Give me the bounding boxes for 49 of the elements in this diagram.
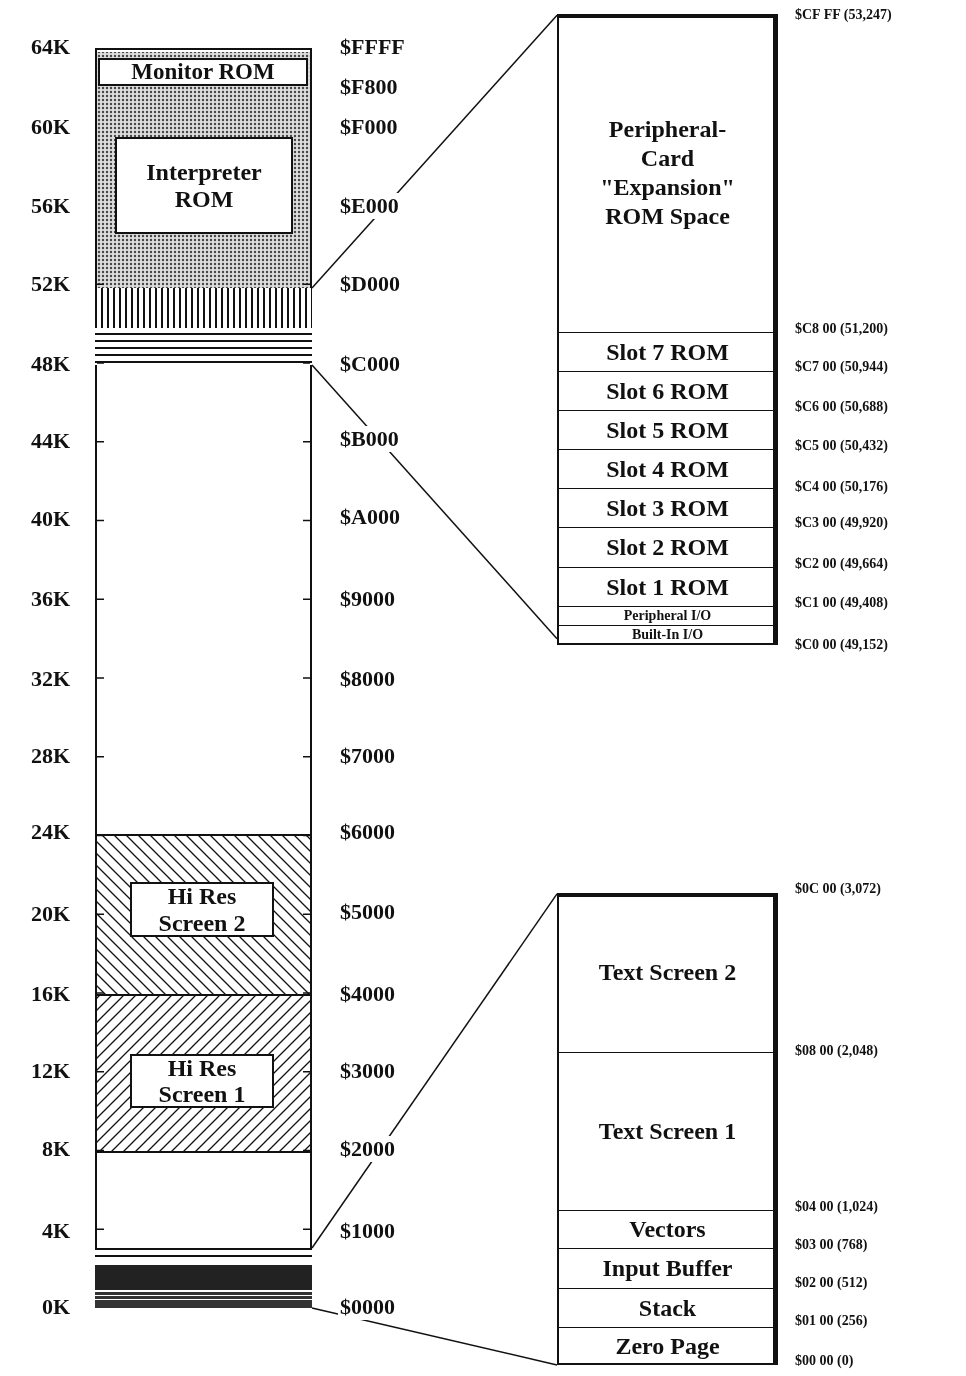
memory-region: Text Screen 2 <box>557 893 778 1052</box>
address-label: $C7 00 (50,944) <box>793 358 890 375</box>
memory-region: Built-In I/O <box>557 625 778 643</box>
address-label: $01 00 (256) <box>793 1312 870 1329</box>
leader-line <box>311 1307 558 1366</box>
region-label: Interpreter ROM <box>115 137 293 234</box>
leader-line <box>311 364 558 640</box>
memory-region: Stack <box>557 1288 778 1327</box>
address-label: $03 00 (768) <box>793 1236 870 1253</box>
address-label: $08 00 (2,048) <box>793 1042 880 1059</box>
memory-region: Slot 5 ROM <box>557 410 778 449</box>
address-label: $C6 00 (50,688) <box>793 398 890 415</box>
expanded-map-panel <box>557 893 778 1365</box>
address-label: $C0 00 (49,152) <box>793 636 890 653</box>
leader-line <box>311 893 558 1249</box>
memory-region: Slot 7 ROM <box>557 332 778 371</box>
region-label: Monitor ROM <box>98 58 308 86</box>
address-label: $E000 <box>338 192 401 219</box>
address-label: $B000 <box>338 425 401 452</box>
memory-region: Slot 2 ROM <box>557 527 778 567</box>
memory-region: Slot 6 ROM <box>557 371 778 410</box>
leader-line <box>311 14 558 289</box>
memory-region: Input Buffer <box>557 1248 778 1288</box>
memory-region: Vectors <box>557 1210 778 1248</box>
address-label: $C4 00 (50,176) <box>793 478 890 495</box>
memory-region: Slot 4 ROM <box>557 449 778 488</box>
address-label: $C8 00 (51,200) <box>793 320 890 337</box>
memory-region: Peripheral-Card "Expansion" ROM Space <box>557 14 778 332</box>
address-label: $C5 00 (50,432) <box>793 437 890 454</box>
io-band <box>95 288 312 365</box>
address-label: $0C 00 (3,072) <box>793 880 883 897</box>
address-label: $2000 <box>338 1135 397 1162</box>
address-label: $CF FF (53,247) <box>793 6 894 23</box>
low-memory-band <box>95 1248 312 1308</box>
address-label: $C2 00 (49,664) <box>793 555 890 572</box>
memory-region: Peripheral I/O <box>557 606 778 625</box>
address-label: $C3 00 (49,920) <box>793 514 890 531</box>
address-label: $C1 00 (49,408) <box>793 594 890 611</box>
address-label: $00 00 (0) <box>793 1352 856 1369</box>
memory-column <box>95 48 312 1308</box>
memory-region: Slot 1 ROM <box>557 567 778 606</box>
address-label: $04 00 (1,024) <box>793 1198 880 1215</box>
memory-region: Zero Page <box>557 1327 778 1365</box>
address-label: $02 00 (512) <box>793 1274 870 1291</box>
memory-region: Slot 3 ROM <box>557 488 778 527</box>
region-label: Hi Res Screen 1 <box>130 1054 274 1108</box>
memory-region: Text Screen 1 <box>557 1052 778 1210</box>
region-label: Hi Res Screen 2 <box>130 882 274 937</box>
expanded-map-panel <box>557 14 778 645</box>
